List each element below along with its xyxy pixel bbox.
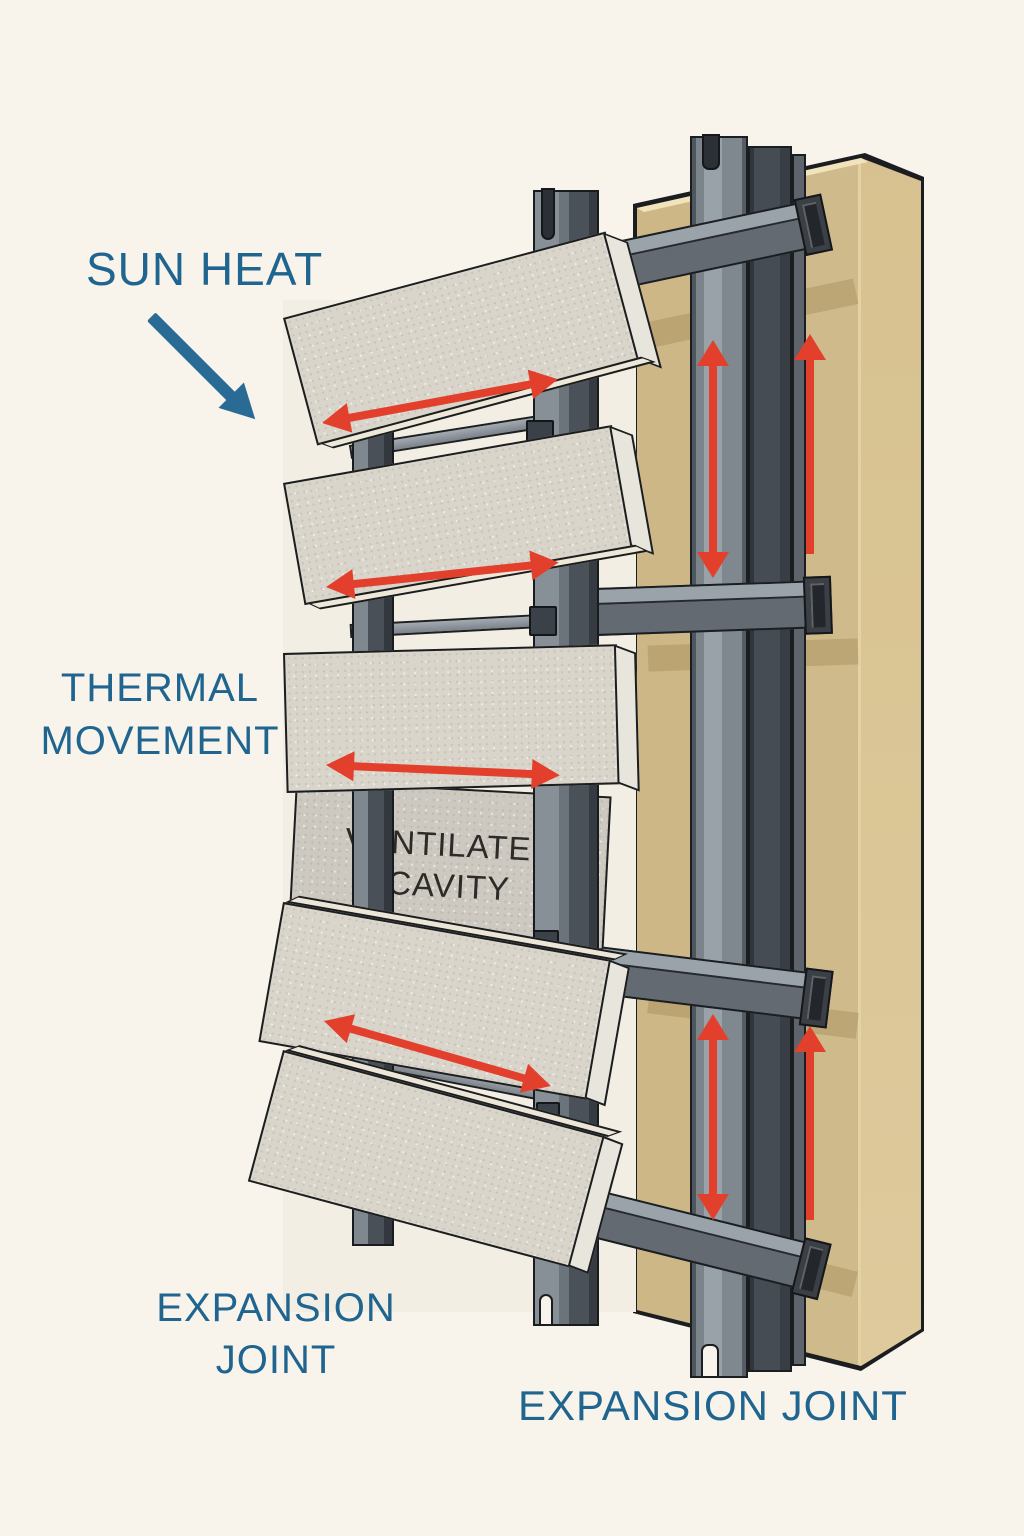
rail-movement-arrow-top xyxy=(697,340,729,578)
wall-bracket-2 xyxy=(595,575,833,636)
arrow-down-head xyxy=(697,1194,729,1220)
panel-clip-2 xyxy=(529,606,557,636)
arrow-right-head xyxy=(527,364,561,400)
sun-heat-arrow-icon xyxy=(139,303,268,432)
arrow-shaft xyxy=(147,312,238,403)
arrow-shaft xyxy=(806,354,814,554)
vertical-rail-back-flange xyxy=(792,154,806,1366)
middle-rail-top-notch xyxy=(541,188,555,240)
bracket-tube-hole xyxy=(801,201,825,248)
bracket-tube-hole xyxy=(810,583,826,628)
bracket-end-cap xyxy=(802,575,833,635)
bracket-tube-hole xyxy=(799,1245,824,1292)
arrow-shaft xyxy=(806,1046,814,1220)
wall-movement-arrow-bottom xyxy=(794,1026,826,1220)
vertical-rail-top-notch xyxy=(702,134,720,170)
wall-movement-arrow-top xyxy=(794,334,826,554)
thermal-movement-label: THERMAL MOVEMENT xyxy=(40,666,280,763)
middle-rail-bottom-notch xyxy=(539,1294,553,1326)
arrow-down-head xyxy=(697,552,729,578)
bracket-top-face xyxy=(597,582,810,605)
arrow-right-head xyxy=(529,547,561,581)
panel-side-face xyxy=(613,644,640,792)
expansion-joint-label-bottom: EXPANSION JOINT xyxy=(518,1382,908,1429)
vertical-rail-front-web xyxy=(748,146,792,1372)
expansion-joint-label-left: EXPANSION JOINT xyxy=(156,1286,396,1382)
sun-heat-label: SUN HEAT xyxy=(86,243,324,295)
arrow-shaft xyxy=(345,761,540,779)
bracket-tube-hole xyxy=(806,975,826,1021)
arrow-shaft xyxy=(709,360,717,558)
vertical-rail-bottom-notch xyxy=(701,1344,719,1378)
arrow-right-head xyxy=(531,758,561,791)
arrow-shaft xyxy=(709,1034,717,1200)
rail-movement-arrow-bottom xyxy=(697,1014,729,1220)
